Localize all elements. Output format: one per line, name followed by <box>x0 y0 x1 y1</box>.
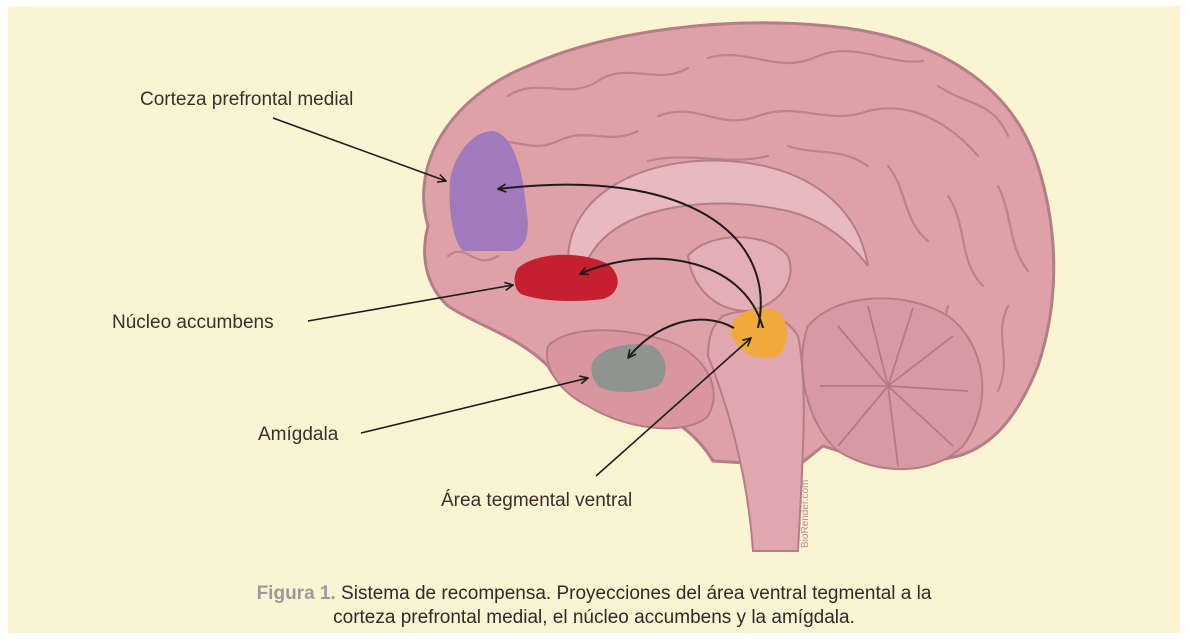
pointer-prefrontal <box>273 118 446 181</box>
label-nucleus-accumbens: Núcleo accumbens <box>112 312 274 333</box>
caption-text-1: Sistema de recompensa. Proyecciones del … <box>341 583 931 604</box>
label-prefrontal-cortex: Corteza prefrontal medial <box>140 89 353 110</box>
caption-line-1: Figura 1. Sistema de recompensa. Proyecc… <box>8 582 1180 606</box>
brain-diagram: Corteza prefrontal medial Núcleo accumbe… <box>8 6 1180 576</box>
figure: Corteza prefrontal medial Núcleo accumbe… <box>8 6 1180 633</box>
figure-label: Figura 1. <box>257 583 336 604</box>
nucleus-accumbens-region <box>515 255 618 301</box>
watermark: BioRender.com <box>800 480 811 548</box>
label-amygdala: Amígdala <box>258 424 339 445</box>
caption-line-2: corteza prefrontal medial, el núcleo acc… <box>8 606 1180 630</box>
pointer-amygdala <box>361 378 588 433</box>
label-vta: Área tegmental ventral <box>441 490 632 511</box>
figure-caption: Figura 1. Sistema de recompensa. Proyecc… <box>8 582 1180 630</box>
